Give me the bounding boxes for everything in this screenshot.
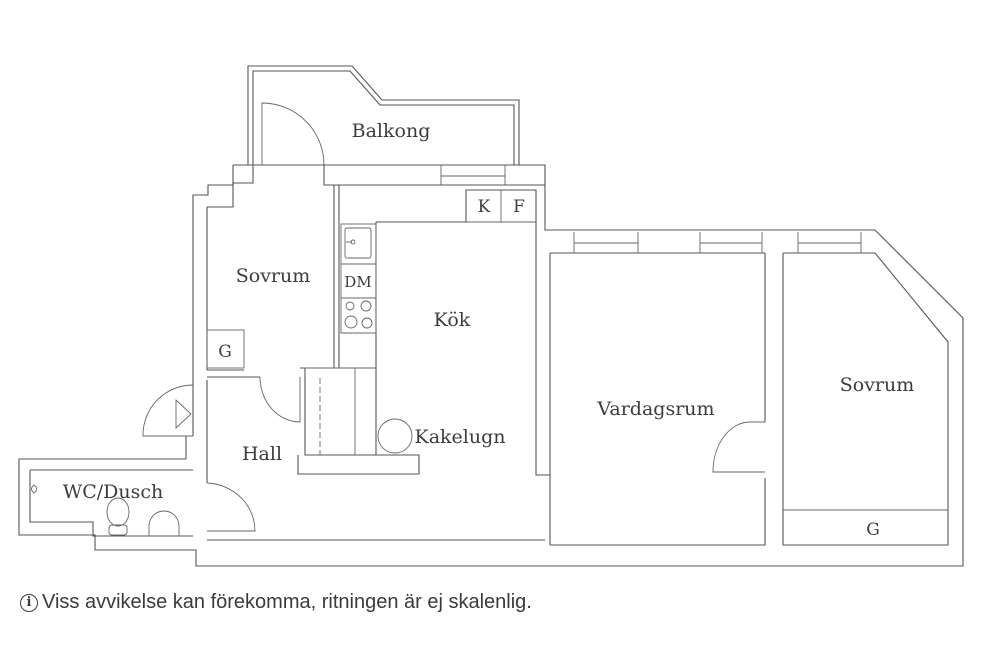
living-room: Vardagsrum [549,232,766,546]
disclaimer: i Viss avvikelse kan förekomma, ritninge… [20,591,532,614]
room-label-bedroom-small: Sovrum [236,265,311,287]
tiled-stove-icon [377,418,413,454]
room-label-bathroom: WC/Dusch [63,481,164,503]
balcony: Balkong [247,65,520,166]
info-icon: i [20,593,38,612]
entrance-arrow-icon [175,398,192,430]
room-label-bedroom-large: Sovrum [840,374,915,396]
fixture-label-freezer: F [513,197,525,217]
disclaimer-text: Viss avvikelse kan förekomma, ritningen … [42,591,532,613]
wardrobe-small-bedroom [206,329,245,369]
fixture-label-dishwasher: DM [344,273,371,291]
small-bedroom: G Sovrum [206,183,335,423]
bathroom-door-swing [206,482,256,532]
window [699,232,763,253]
fixture-label-tiled-stove: Kakelugn [415,426,506,448]
stove-burner [344,315,358,329]
fixture-label-wardrobe-large: G [866,520,880,540]
entrance-door-swing [142,384,194,437]
large-bedroom: G Sovrum [782,232,949,546]
washbasin-icon [148,510,180,536]
sink-basin [344,227,372,259]
kitchen: K F DM Kök [338,185,551,476]
room-label-balcony: Balkong [352,120,431,142]
stove-burner [345,301,355,311]
room-label-kitchen: Kök [434,309,471,331]
window [797,232,862,253]
window [573,232,639,253]
fixture-label-wardrobe-small: G [218,342,232,362]
toilet-icon [106,497,130,527]
outer-walls [18,164,964,567]
shower-icon [31,484,37,494]
bedroom-door-swing [259,376,301,423]
room-label-living-room: Vardagsrum [596,398,714,420]
stove [340,297,377,334]
hall: Hall [142,378,545,541]
stove-burner [360,300,372,312]
fixture-label-fridge: K [478,197,491,217]
living-room-door-swing [712,421,765,473]
stove-burner [361,317,373,329]
toilet-tank [108,524,128,536]
chimney-block: Kakelugn [297,367,506,475]
balcony-door-swing [261,102,325,166]
bathroom: WC/Dusch [29,469,193,537]
room-label-hall: Hall [242,443,282,465]
